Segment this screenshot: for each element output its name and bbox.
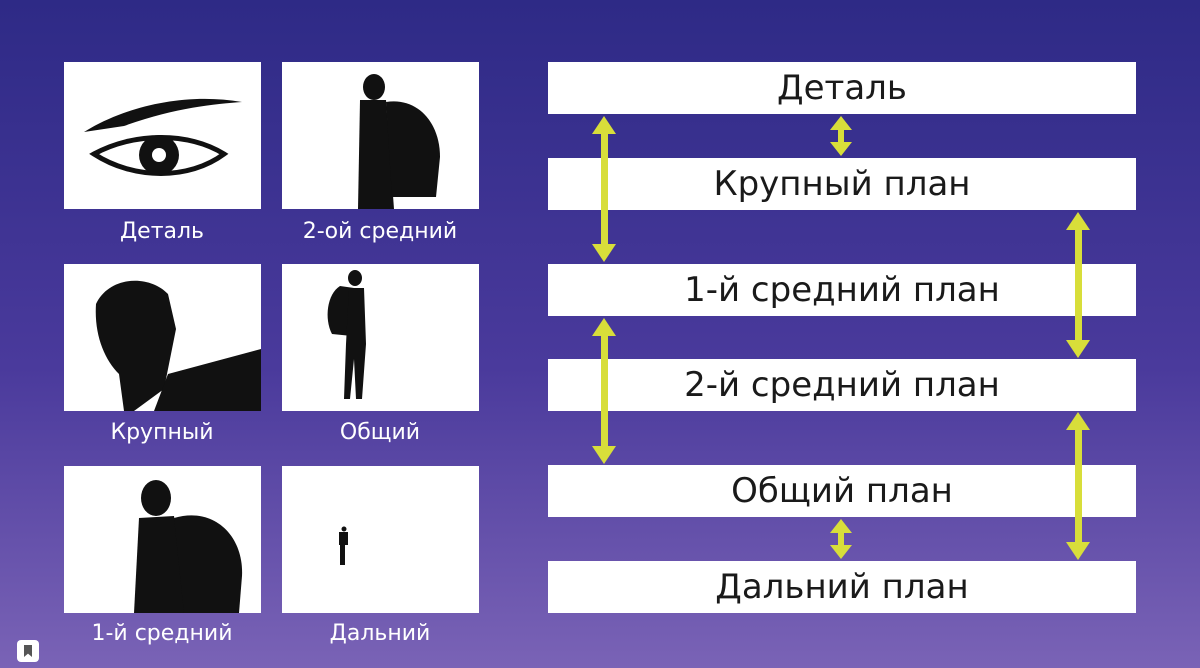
tile-medium-1: [64, 466, 261, 613]
bookmark-icon[interactable]: [17, 640, 39, 662]
head-closeup-icon: [95, 280, 261, 411]
tile-long: [282, 264, 479, 411]
tile-caption: 2-ой средний: [302, 219, 458, 244]
scale-bar-detail: Деталь: [548, 62, 1136, 114]
tile-caption: Деталь: [119, 219, 205, 244]
scale-bar-medium-2: 2-й средний план: [548, 359, 1136, 411]
tile-detail: [64, 62, 261, 209]
scale-bar-closeup: Крупный план: [548, 158, 1136, 210]
double-arrow-icon: [830, 116, 852, 156]
tile-caption: 1-й средний: [91, 621, 233, 646]
hiker-waist-shot-icon: [358, 74, 440, 209]
scale-bar-extreme-long: Дальний план: [548, 561, 1136, 613]
tile-closeup: [64, 264, 261, 411]
tile-extreme-long: [282, 466, 479, 613]
hiker-chest-shot-icon: [134, 480, 243, 613]
hiker-full-body-icon: [327, 270, 366, 399]
scale-bar-long: Общий план: [548, 465, 1136, 517]
tile-medium-2: [282, 62, 479, 209]
eye-closeup-icon: [84, 98, 242, 176]
tile-caption: Общий: [339, 420, 421, 445]
tile-caption: Крупный: [110, 420, 214, 445]
hiker-tiny-distant-icon: [339, 526, 348, 565]
tile-caption: Дальний: [329, 621, 431, 646]
scale-bar-medium-1: 1-й средний план: [548, 264, 1136, 316]
double-arrow-icon: [830, 519, 852, 559]
